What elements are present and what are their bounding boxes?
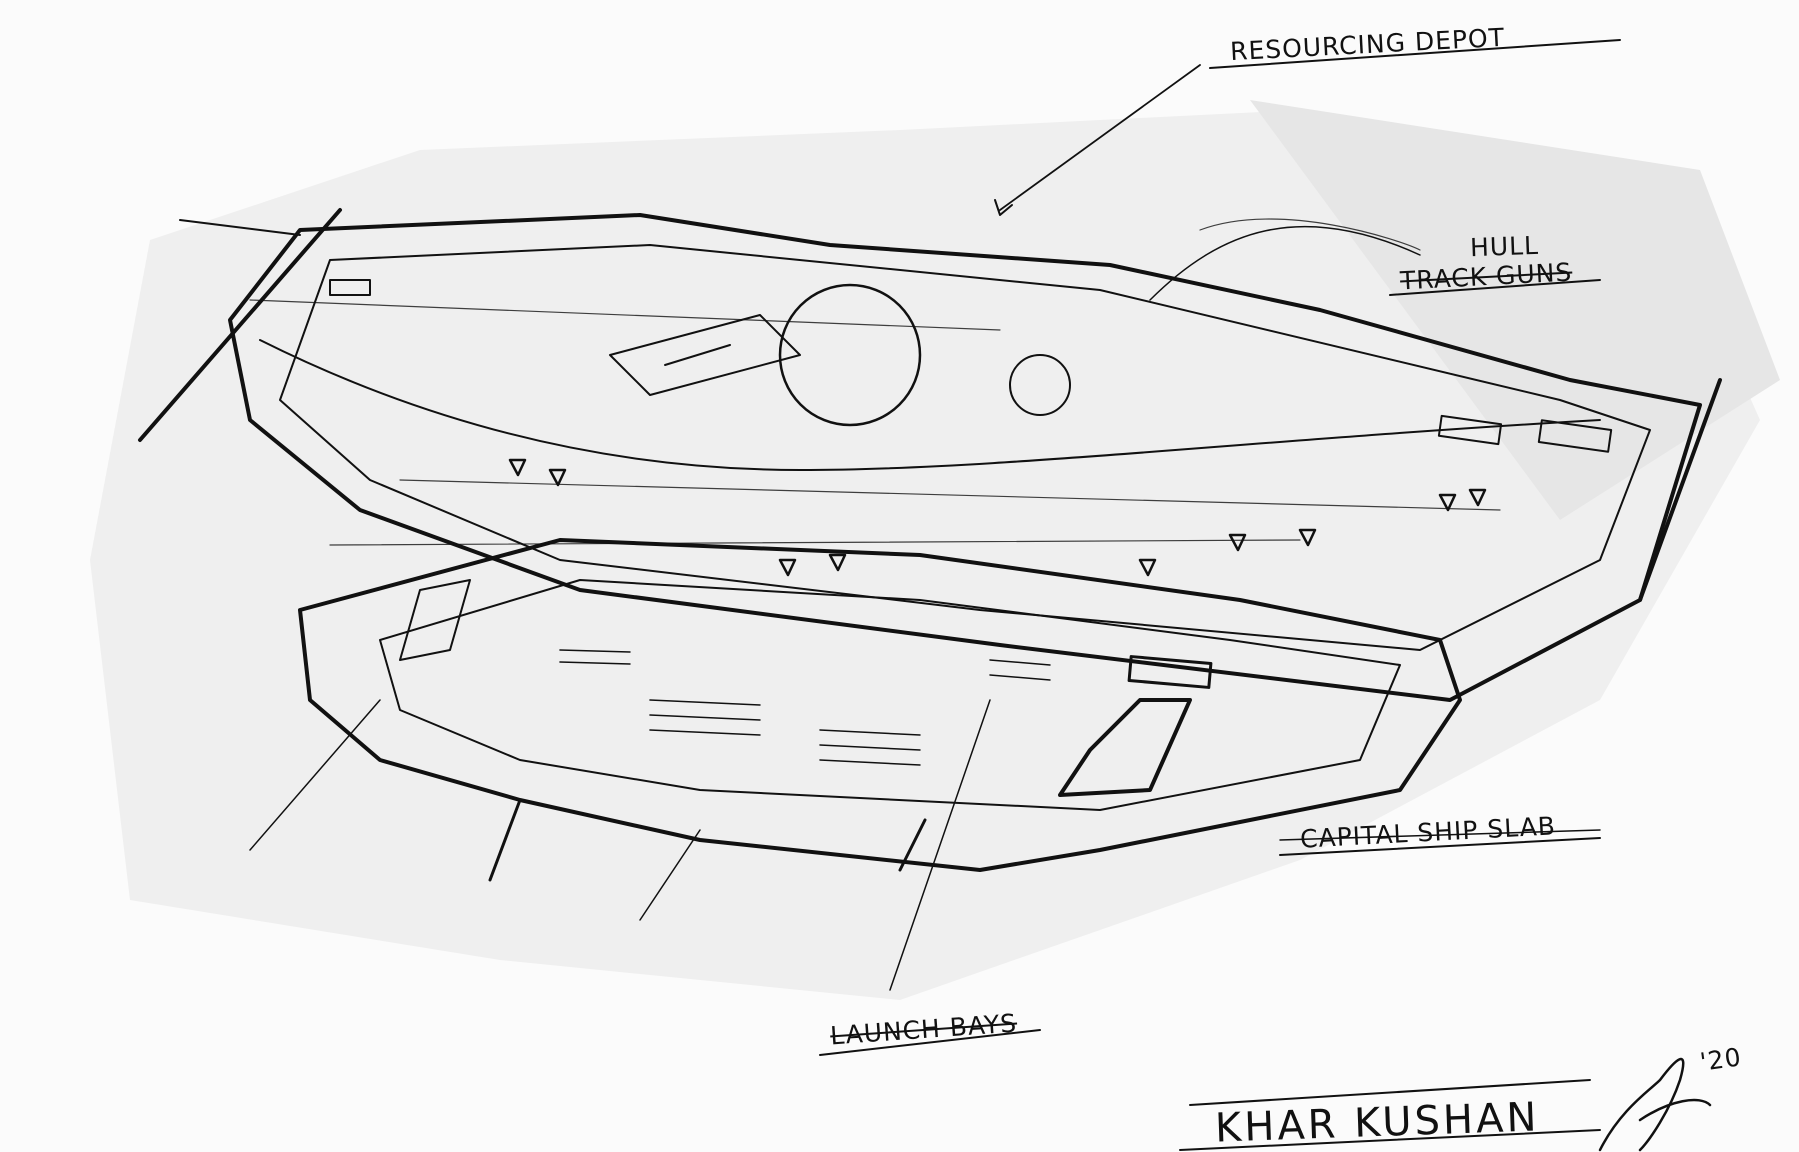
leader-resourcing-depot (999, 64, 1201, 211)
hull-panel-3 (1437, 414, 1503, 446)
slab-hatching (559, 649, 1051, 766)
main-dome (778, 283, 922, 427)
right-antenna (1638, 378, 1722, 602)
underline-hull (1389, 279, 1601, 296)
launch-bay-2 (1127, 655, 1213, 689)
signature-scribble (1598, 1057, 1712, 1152)
leader-launch-bay-left (249, 699, 381, 851)
underline-launch (819, 1029, 1041, 1056)
launch-bay-1 (1058, 698, 1192, 797)
leader-hull (1149, 225, 1421, 301)
hull-panel-5 (329, 279, 371, 296)
upper-hull-inner-rim (279, 244, 1651, 651)
hull-panel-2 (664, 344, 731, 366)
lower-slab-outline (298, 538, 1462, 872)
underline-slab (1279, 837, 1601, 856)
track-gun-markers (508, 458, 1487, 577)
launch-bay-3 (399, 579, 471, 661)
paper-shade-2 (1250, 100, 1780, 520)
label-hull: HULL (1469, 230, 1540, 263)
hull-panel-1 (609, 314, 801, 396)
title-rule-1 (1189, 1079, 1591, 1106)
construction-lines (249, 218, 1501, 546)
leader-slab (1279, 829, 1601, 841)
deck-curve (259, 339, 1601, 471)
left-fin (488, 798, 522, 882)
underline-resourcing (1209, 39, 1621, 69)
left-antenna-2 (179, 219, 301, 236)
leader-resourcing-depot-arrow (994, 199, 1013, 216)
hull-panel-4 (1537, 419, 1613, 453)
left-antenna (138, 208, 342, 442)
mid-fin (898, 818, 927, 872)
leader-launch-bay-mid (639, 829, 701, 921)
label-date-mark: '20 (1698, 1042, 1744, 1077)
secondary-dome (1009, 354, 1071, 416)
lower-slab-inner (379, 579, 1401, 811)
title-rule-2 (1179, 1129, 1601, 1151)
leader-launch-bay-right (889, 699, 991, 991)
